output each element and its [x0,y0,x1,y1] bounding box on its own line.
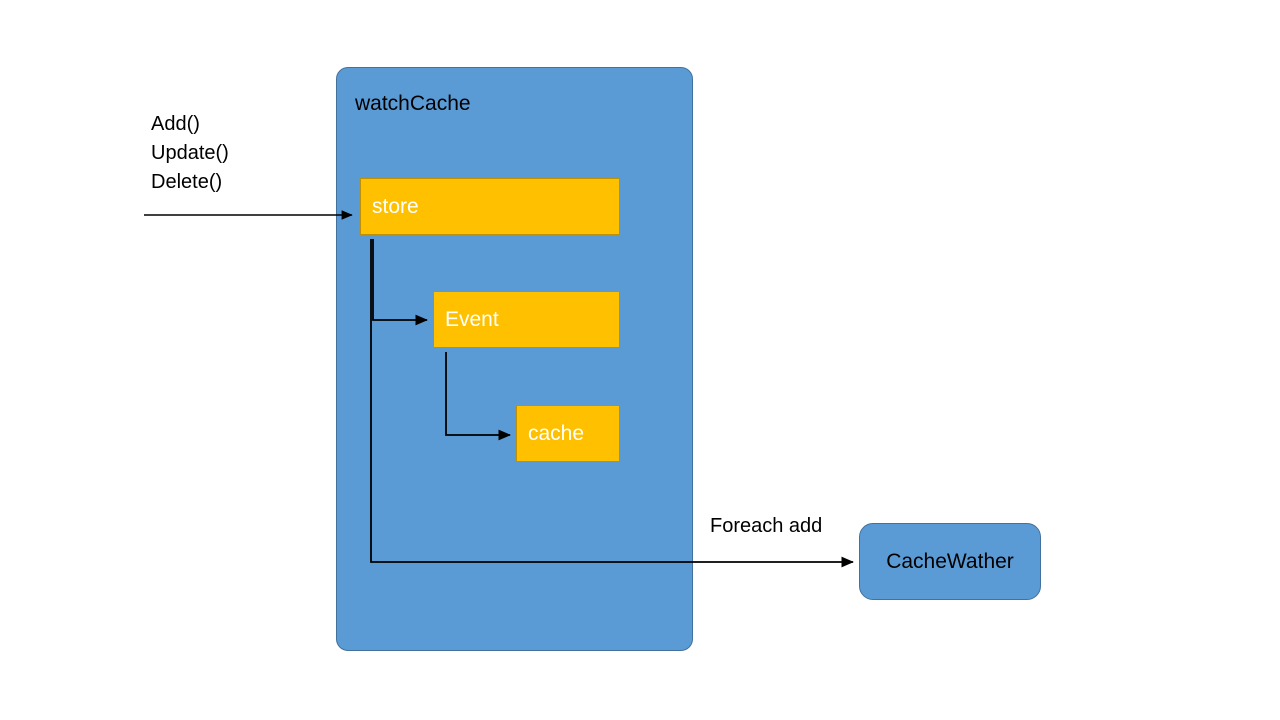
edge-store-to-cachewather [370,239,854,568]
store-box-label: store [372,195,419,218]
event-box-label: Event [445,308,499,331]
input-methods-label-group: Add() Update() Delete() [151,110,229,197]
add-method-label: Add() [151,113,200,135]
event-box[interactable]: Event [433,291,620,348]
edge-store-to-event [372,239,428,326]
foreach-add-label: Foreach add [710,515,823,537]
watchcache-title: watchCache [355,92,471,115]
cachewather-box[interactable]: CacheWather [859,523,1041,600]
cachewather-box-label: CacheWather [886,550,1014,573]
update-method-label: Update() [151,142,229,164]
cache-box[interactable]: cache [516,405,620,462]
watchcache-container[interactable] [336,67,693,651]
store-box[interactable]: store [360,178,620,235]
cache-box-label: cache [528,422,585,445]
edge-event-to-cache [445,352,511,441]
delete-method-label: Delete() [151,171,223,193]
